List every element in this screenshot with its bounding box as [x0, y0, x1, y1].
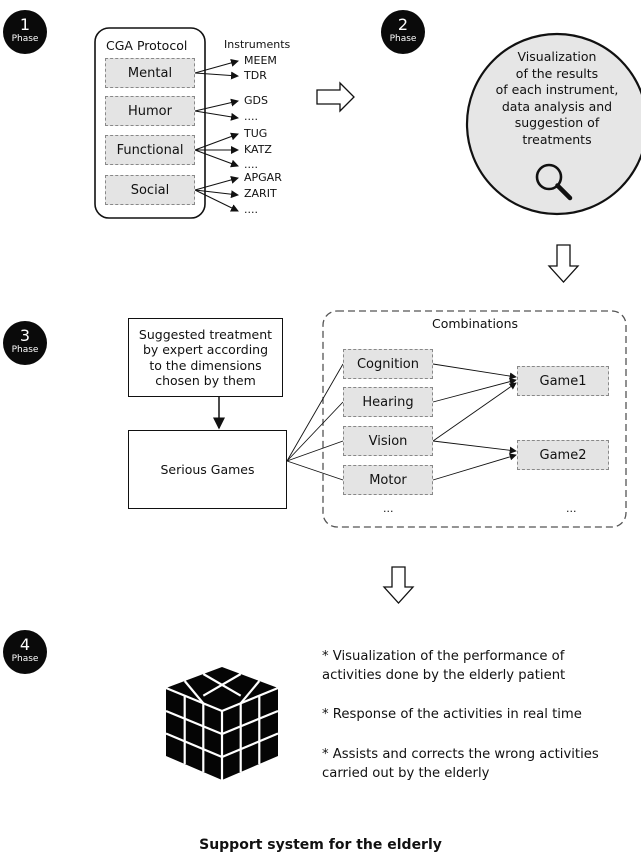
instrument-item: MEEM: [244, 54, 277, 67]
phase2-line: Visualization: [517, 49, 597, 64]
phase-label: Phase: [389, 34, 417, 44]
game2-box: Game2: [517, 440, 609, 470]
phase-4-badge: 4 Phase: [3, 630, 47, 674]
ellipsis-dimensions: ...: [383, 502, 394, 515]
serious-games-fan-lines: [286, 363, 344, 481]
phase1-arrows: [194, 59, 239, 212]
footer-title: Support system for the elderly: [199, 837, 442, 853]
dimension-mental: Mental: [105, 58, 195, 88]
phase2-line: data analysis and: [501, 98, 613, 114]
suggested-line: by expert according: [142, 342, 269, 357]
combination-vision: Vision: [343, 426, 433, 456]
suggested-line: to the dimensions: [149, 357, 262, 373]
game1-box: Game1: [517, 366, 609, 396]
phase4-line: carried out by the elderly: [322, 766, 490, 781]
instrument-item: ....: [244, 110, 258, 123]
suggested-line: Suggested treatment: [138, 326, 273, 342]
phase4-item-1: * Visualization of the performance of ac…: [322, 647, 565, 685]
phase-label: Phase: [11, 654, 39, 664]
dimension-game-arrows: [432, 363, 517, 481]
instrument-item: ZARIT: [244, 187, 277, 200]
combinations-frame: [322, 310, 627, 528]
phase-number: 3: [19, 326, 31, 345]
instrument-item: KATZ: [244, 143, 272, 156]
combinations-title: Combinations: [432, 316, 518, 331]
phase-2-badge: 2 Phase: [381, 10, 425, 54]
phase-label: Phase: [11, 345, 39, 355]
phase4-line: * Assists and corrects the wrong activit…: [322, 747, 599, 762]
phase2-description: Visualization of the results of each ins…: [480, 49, 634, 148]
phase4-line: * Response of the activities in real tim…: [322, 707, 582, 722]
hollow-down-arrow-2-icon: [382, 566, 415, 604]
ellipsis-games: ...: [566, 502, 577, 515]
phase2-circle: [465, 32, 641, 216]
phase2-line: suggestion of: [514, 115, 600, 130]
hollow-down-arrow-1-icon: [547, 244, 580, 283]
phase-3-badge: 3 Phase: [3, 321, 47, 365]
serious-games-box: Serious Games: [128, 430, 287, 509]
instrument-item: ....: [244, 203, 258, 216]
cga-protocol-title: CGA Protocol: [106, 38, 188, 53]
hollow-right-arrow-icon: [316, 81, 355, 113]
dimension-social: Social: [105, 175, 195, 205]
dimension-humor: Humor: [105, 96, 195, 126]
instruments-title: Instruments: [224, 38, 291, 51]
phase-number: 4: [19, 635, 31, 654]
magnifier-icon: [535, 163, 573, 201]
phase2-line: of each instrument,: [495, 82, 619, 97]
instrument-item: APGAR: [244, 171, 282, 184]
instrument-item: TDR: [244, 69, 267, 82]
phase4-line: * Visualization of the performance of: [322, 649, 565, 664]
phase4-line: activities done by the elderly patient: [322, 668, 566, 683]
instrument-item: ....: [244, 158, 258, 171]
phase2-line: of the results: [515, 65, 599, 81]
phase-label: Phase: [11, 34, 39, 44]
instrument-item: TUG: [244, 127, 268, 140]
rubiks-cube-icon: [165, 667, 279, 780]
phase2-line: treatments: [522, 131, 592, 147]
suggested-line: chosen by them: [155, 373, 256, 388]
phase4-item-3: * Assists and corrects the wrong activit…: [322, 745, 599, 783]
suggested-treatment-box: Suggested treatment by expert according …: [128, 318, 283, 397]
phase-1-badge: 1 Phase: [3, 10, 47, 54]
combination-cognition: Cognition: [343, 349, 433, 379]
combination-motor: Motor: [343, 465, 433, 495]
phase-number: 2: [397, 15, 409, 34]
phase4-item-2: * Response of the activities in real tim…: [322, 705, 582, 724]
dimension-functional: Functional: [105, 135, 195, 165]
cga-protocol-frame: [94, 27, 206, 219]
combination-hearing: Hearing: [343, 387, 433, 417]
instrument-item: GDS: [244, 94, 268, 107]
phase-number: 1: [19, 15, 31, 34]
